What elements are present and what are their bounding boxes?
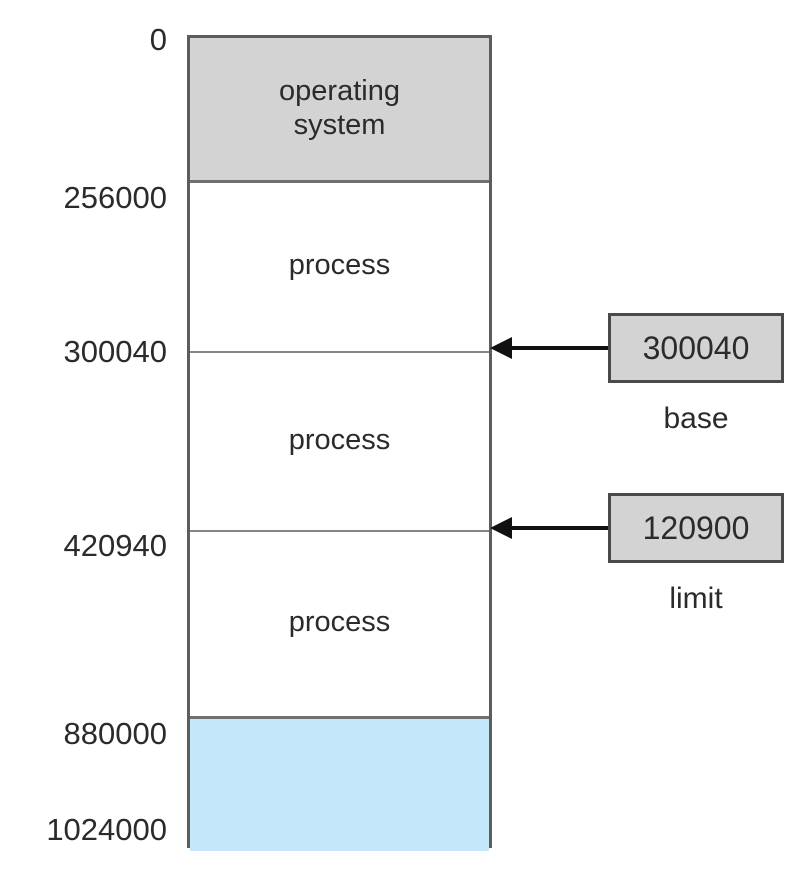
memory-column: operating system process process process [187, 35, 492, 851]
memory-divider-880000 [190, 716, 489, 719]
address-label-256000: 256000 [63, 180, 167, 215]
address-label-1024000: 1024000 [46, 812, 167, 847]
base-register-box: 300040 [608, 313, 784, 383]
memory-segment-operating-system: operating system [190, 38, 489, 180]
memory-segment-process-3: process [190, 530, 489, 716]
memory-segment-label-process-2: process [288, 423, 391, 456]
address-label-420940: 420940 [63, 528, 167, 563]
address-label-880000: 880000 [63, 716, 167, 751]
address-label-0: 0 [149, 22, 167, 57]
address-label-300040: 300040 [63, 334, 167, 369]
base-arrow-line [504, 346, 610, 350]
memory-divider-420940 [190, 530, 489, 532]
memory-segment-label-operating-system: operating system [279, 75, 400, 141]
memory-segment-process-2: process [190, 351, 489, 530]
base-arrow-head-icon [490, 337, 512, 359]
limit-arrow-line [504, 526, 610, 530]
memory-divider-256000 [190, 180, 489, 183]
limit-register-caption: limit [669, 582, 723, 615]
memory-segment-process-1: process [190, 180, 489, 351]
limit-register-value: 120900 [642, 509, 750, 546]
limit-arrow-head-icon [490, 517, 512, 539]
memory-segment-label-process-3: process [288, 606, 391, 639]
memory-segment-free-memory [190, 716, 489, 851]
memory-segment-label-process-1: process [288, 248, 391, 281]
limit-register-box: 120900 [608, 493, 784, 563]
memory-divider-300040 [190, 351, 489, 353]
base-register-value: 300040 [642, 329, 750, 366]
base-register-caption: base [663, 402, 729, 435]
